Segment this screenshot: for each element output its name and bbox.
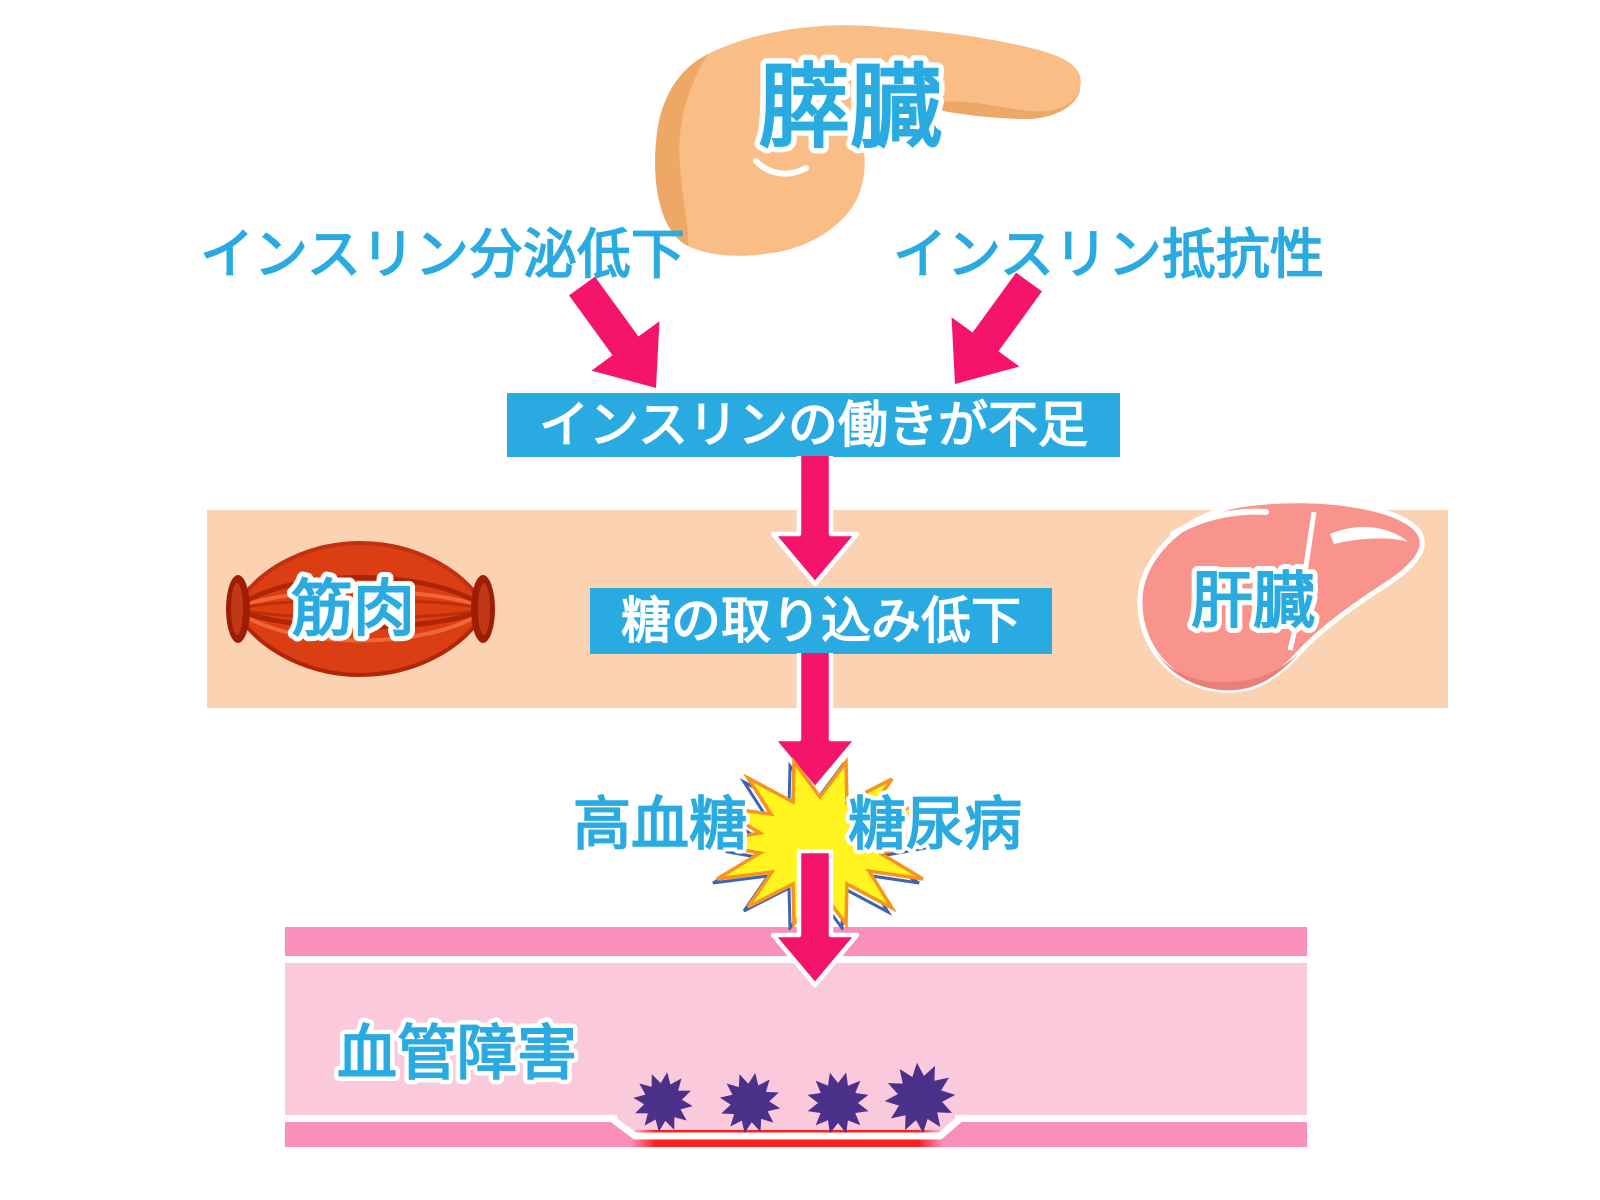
diabetes-label-wrap: 糖尿病 (844, 788, 1026, 861)
muscle-body (234, 543, 487, 675)
arrow-down-2-icon (770, 653, 860, 792)
starburst-shape (700, 756, 936, 930)
muscle-label-wrap: 筋肉 (286, 570, 420, 649)
insulin-deficiency-banner: インスリンの働きが不足 (507, 393, 1120, 457)
arrow-down-3-icon (770, 849, 860, 988)
vascular-disorder-label: 血管障害 (337, 1020, 577, 1087)
cause-right-label: インスリン抵抗性 (893, 225, 1324, 285)
pancreas-duct-line (753, 158, 809, 177)
arrow-secretion-down-icon (569, 276, 660, 388)
pancreas-shading-tail (918, 88, 1080, 120)
blood-vessel-bottom-wall (285, 1040, 1307, 1147)
pancreas-shading-left (655, 54, 708, 246)
glucose-uptake-banner: 糖の取り込み低下 (590, 588, 1052, 654)
pancreas-illustration: 膵臓 (655, 25, 1081, 256)
liver-highlight-right (1330, 527, 1408, 544)
liver-illustration (1137, 498, 1425, 693)
arrow-resistance-down-icon (951, 272, 1042, 384)
liver-highlight-left (1170, 508, 1269, 537)
starburst-main (704, 756, 936, 930)
diabetes-label: 糖尿病 (848, 792, 1022, 857)
muscle-label: 筋肉 (291, 575, 415, 644)
vascular-disorder-label-wrap: 血管障害 (333, 1016, 582, 1092)
liver-label: 肝臓 (1191, 567, 1315, 636)
vessel-notch-line (607, 1114, 965, 1140)
hyperglycemia-label-wrap: 高血糖 (569, 788, 751, 861)
cause-left-label: インスリン分泌低下 (200, 225, 685, 285)
arrow-down-1-icon (770, 456, 860, 587)
pancreas-label: 膵臓 (758, 57, 942, 159)
hyperglycemia-label: 高血糖 (573, 792, 747, 857)
pancreas-body (655, 25, 1081, 256)
muscle-illustration (226, 540, 495, 678)
liver-lobe-line (1287, 511, 1317, 651)
liver-shading (1153, 647, 1298, 691)
liver-label-wrap: 肝臓 (1186, 562, 1320, 641)
